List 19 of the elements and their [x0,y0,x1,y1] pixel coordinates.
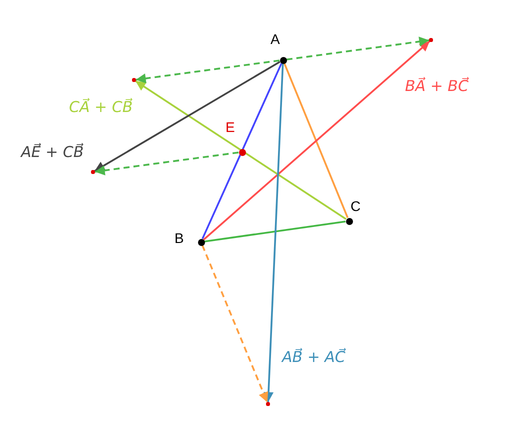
vector-arrow [286,36,430,60]
vector-arrow [203,40,430,240]
endpoint-marker [91,170,95,174]
point-label: B [174,230,184,246]
endpoint-marker [266,402,270,406]
vector-arrow [136,60,280,84]
vector-arrow [94,61,280,172]
endpoint-marker [132,78,136,82]
endpoint-marker [429,38,433,42]
point-label: C [350,198,361,214]
line-segment [204,220,346,242]
point-label: E [226,118,235,134]
vector-arrow [264,63,284,402]
line-segment [202,62,282,240]
vector-arrow [202,244,268,403]
point-label: A [270,30,280,46]
line-segment [284,62,348,218]
vector-arrow [135,80,347,220]
vector-arrow [94,152,239,176]
